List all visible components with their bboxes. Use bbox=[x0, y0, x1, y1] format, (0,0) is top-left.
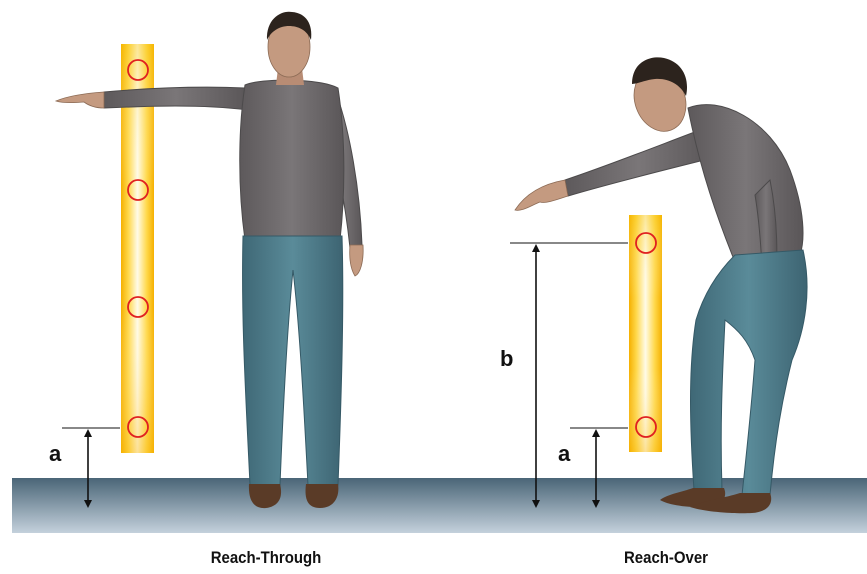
dimension-label-a-left: a bbox=[49, 443, 61, 465]
caption-reach-through: Reach-Through bbox=[204, 548, 327, 568]
caption-reach-over: Reach-Over bbox=[613, 548, 719, 568]
dimension-label-b: b bbox=[500, 348, 513, 370]
reach-over-scene bbox=[510, 57, 807, 513]
dimension-label-a-right: a bbox=[558, 443, 570, 465]
standing-person-figure bbox=[56, 12, 363, 508]
light-curtain-short bbox=[629, 215, 662, 452]
reach-through-scene bbox=[56, 12, 363, 508]
